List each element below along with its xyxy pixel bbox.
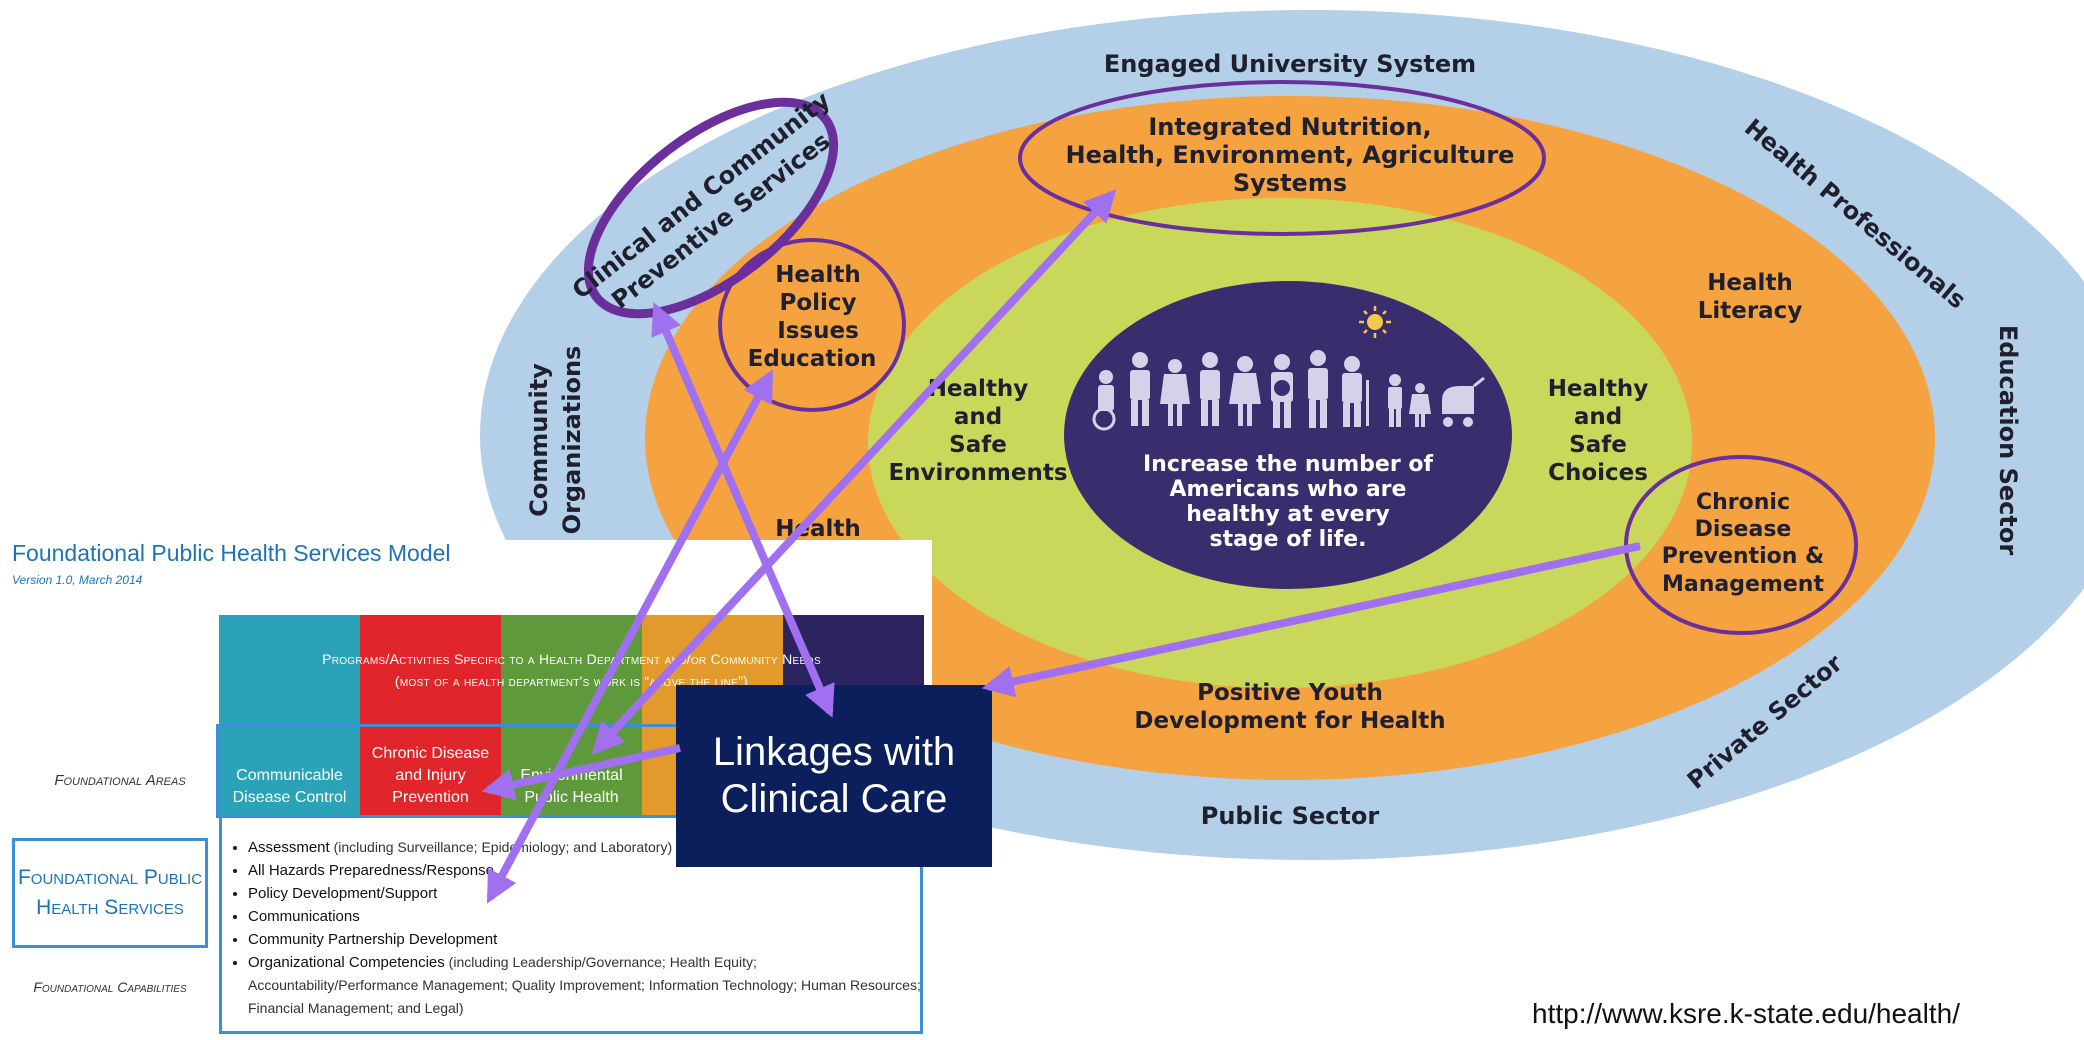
integrated-line2: Health, Environment, Agriculture <box>1066 141 1515 169</box>
label-public-sector: Public Sector <box>1201 802 1380 830</box>
env-line4: Environments <box>888 460 1067 486</box>
capabilities-list: Assessment (including Surveillance; Epid… <box>232 836 928 1020</box>
choices-line3: Safe <box>1569 432 1627 458</box>
fphs-box-text: Foundational Public Health Services <box>17 866 203 919</box>
fphs-version: Version 1.0, March 2014 <box>12 573 143 587</box>
label-community: Community <box>525 363 553 517</box>
capability-item: Organizational Competencies (including L… <box>248 951 928 1020</box>
label-organizations: Organizations <box>558 346 586 535</box>
capability-item: Communications <box>248 905 928 928</box>
fphs-box: Foundational Public Health Services <box>12 838 208 948</box>
linkages-clinical-care-box: Linkages with Clinical Care <box>676 685 992 867</box>
integrated-line3: Systems <box>1233 169 1347 197</box>
choices-line4: Choices <box>1548 460 1648 486</box>
foundational-capabilities-label: Foundational Capabilities <box>33 979 187 995</box>
area-environmental-health: Environmental Public Health <box>501 727 642 815</box>
chronic-line4: Management <box>1662 572 1824 597</box>
center-line1: Increase the number of <box>1143 452 1433 477</box>
health-policy-line3: Issues <box>777 318 859 344</box>
positive-youth-line1: Positive Youth <box>1197 680 1383 706</box>
foundational-areas-label: Foundational Areas <box>54 772 186 789</box>
capability-item: Community Partnership Development <box>248 928 928 951</box>
health-policy-line1: Health <box>775 262 861 288</box>
integrated-nutrition-highlight <box>1018 80 1546 236</box>
area-label: Communicable Disease Control <box>232 767 347 806</box>
area-label: Chronic Disease and Injury Prevention <box>371 745 490 806</box>
env-line2: and <box>954 404 1002 430</box>
health-partial-label: Health <box>775 516 861 542</box>
health-literacy-line2: Literacy <box>1698 298 1803 324</box>
chronic-line1: Chronic <box>1696 490 1790 515</box>
health-policy-line2: Policy <box>779 290 856 316</box>
programs-line1: Programs/Activities Specific to a Health… <box>322 651 821 667</box>
choices-line2: and <box>1574 404 1622 430</box>
integrated-line1: Integrated Nutrition, <box>1148 113 1431 141</box>
label-engaged-university: Engaged University System <box>1104 50 1476 78</box>
source-url: http://www.ksre.k-state.edu/health/ <box>1532 998 1960 1029</box>
chronic-line3: Prevention & <box>1662 544 1825 569</box>
health-literacy-line1: Health <box>1707 270 1793 296</box>
positive-youth-line2: Development for Health <box>1134 708 1445 734</box>
area-chronic-disease: Chronic Disease and Injury Prevention <box>360 727 501 815</box>
linkages-text: Linkages with Clinical Care <box>712 730 956 821</box>
sun-icon <box>1359 306 1391 338</box>
fphs-title: Foundational Public Health Services Mode… <box>12 540 451 566</box>
health-policy-line4: Education <box>748 346 877 372</box>
choices-line1: Healthy <box>1548 376 1649 402</box>
capability-item: All Hazards Preparedness/Response <box>248 859 928 882</box>
center-line3: healthy at every <box>1186 502 1390 527</box>
band-segment-teal <box>219 615 360 727</box>
label-education-sector: Education Sector <box>1994 325 2022 555</box>
chronic-line2: Disease <box>1695 517 1792 542</box>
center-line2: Americans who are <box>1170 477 1407 502</box>
area-communicable-disease: Communicable Disease Control <box>219 727 360 815</box>
center-circle <box>1064 281 1512 589</box>
env-line3: Safe <box>949 432 1007 458</box>
band-segment-red <box>360 615 501 727</box>
area-label: Environmental Public Health <box>520 767 623 806</box>
center-line4: stage of life. <box>1209 527 1366 552</box>
capability-item: Policy Development/Support <box>248 882 928 905</box>
env-line1: Healthy <box>928 376 1029 402</box>
